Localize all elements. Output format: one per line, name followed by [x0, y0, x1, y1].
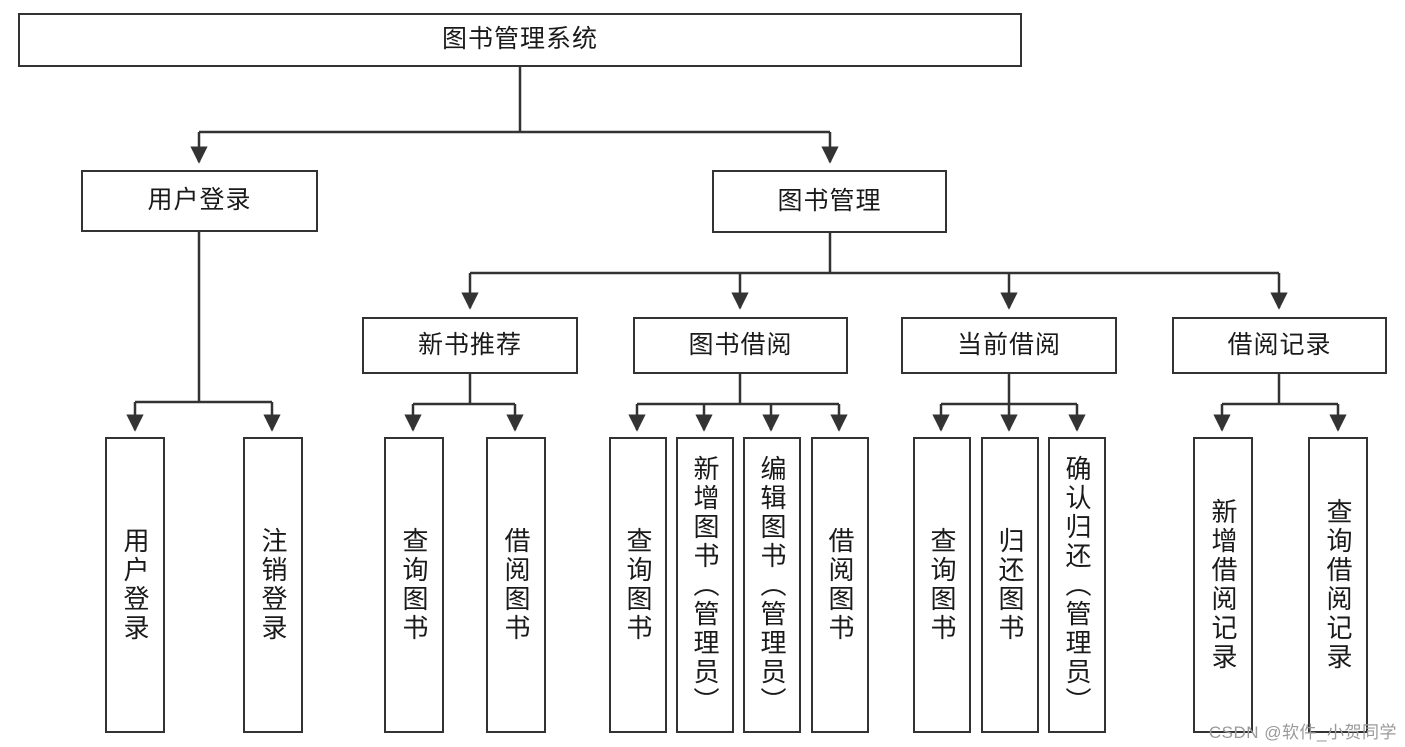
- node-label: 新书推荐: [417, 330, 522, 359]
- node-label: 编辑图书（管理员）: [757, 454, 788, 716]
- node-leaf-add-borrow-record[interactable]: 新增借阅记录: [1193, 437, 1253, 733]
- node-leaf-query-book-borrow[interactable]: 查询图书: [609, 437, 667, 733]
- node-leaf-borrow-book[interactable]: 借阅图书: [811, 437, 869, 733]
- node-label: 图书借阅: [688, 330, 793, 359]
- node-label: 新增借阅记录: [1208, 498, 1239, 672]
- node-leaf-confirm-return-admin[interactable]: 确认归还（管理员）: [1048, 437, 1106, 733]
- node-label: 确认归还（管理员）: [1062, 454, 1093, 716]
- node-leaf-edit-book-admin[interactable]: 编辑图书（管理员）: [743, 437, 801, 733]
- node-label: 用户登录: [147, 186, 252, 215]
- node-label: 图书管理: [777, 186, 882, 215]
- node-leaf-borrow-book-recommend[interactable]: 借阅图书: [486, 437, 546, 733]
- node-current-borrow[interactable]: 当前借阅: [901, 317, 1117, 374]
- node-label: 图书管理系统: [441, 25, 598, 54]
- node-label: 归还图书: [995, 527, 1026, 643]
- node-label: 借阅记录: [1227, 330, 1332, 359]
- node-leaf-query-borrow-record[interactable]: 查询借阅记录: [1308, 437, 1368, 733]
- node-label: 用户登录: [120, 527, 151, 643]
- node-user-login[interactable]: 用户登录: [81, 170, 318, 232]
- node-root-book-management-system[interactable]: 图书管理系统: [18, 13, 1022, 67]
- node-leaf-add-book-admin[interactable]: 新增图书（管理员）: [676, 437, 734, 733]
- node-new-book-recommend[interactable]: 新书推荐: [362, 317, 578, 374]
- node-leaf-return-book[interactable]: 归还图书: [981, 437, 1039, 733]
- node-label: 当前借阅: [956, 330, 1061, 359]
- node-book-management[interactable]: 图书管理: [712, 170, 947, 233]
- csdn-watermark: CSDN @软件_小贺同学: [1208, 723, 1397, 742]
- node-label: 查询图书: [927, 527, 958, 643]
- node-leaf-logout[interactable]: 注销登录: [243, 437, 303, 733]
- node-leaf-user-login[interactable]: 用户登录: [105, 437, 165, 733]
- node-label: 借阅图书: [501, 527, 532, 643]
- node-book-borrow[interactable]: 图书借阅: [633, 317, 848, 374]
- node-label: 新增图书（管理员）: [690, 454, 721, 716]
- node-label: 查询借阅记录: [1323, 498, 1354, 672]
- node-label: 注销登录: [258, 527, 289, 643]
- node-label: 查询图书: [623, 527, 654, 643]
- node-label: 查询图书: [399, 527, 430, 643]
- node-label: 借阅图书: [825, 527, 856, 643]
- node-borrow-record[interactable]: 借阅记录: [1172, 317, 1387, 374]
- node-leaf-query-book-recommend[interactable]: 查询图书: [384, 437, 444, 733]
- node-leaf-query-book-current[interactable]: 查询图书: [913, 437, 971, 733]
